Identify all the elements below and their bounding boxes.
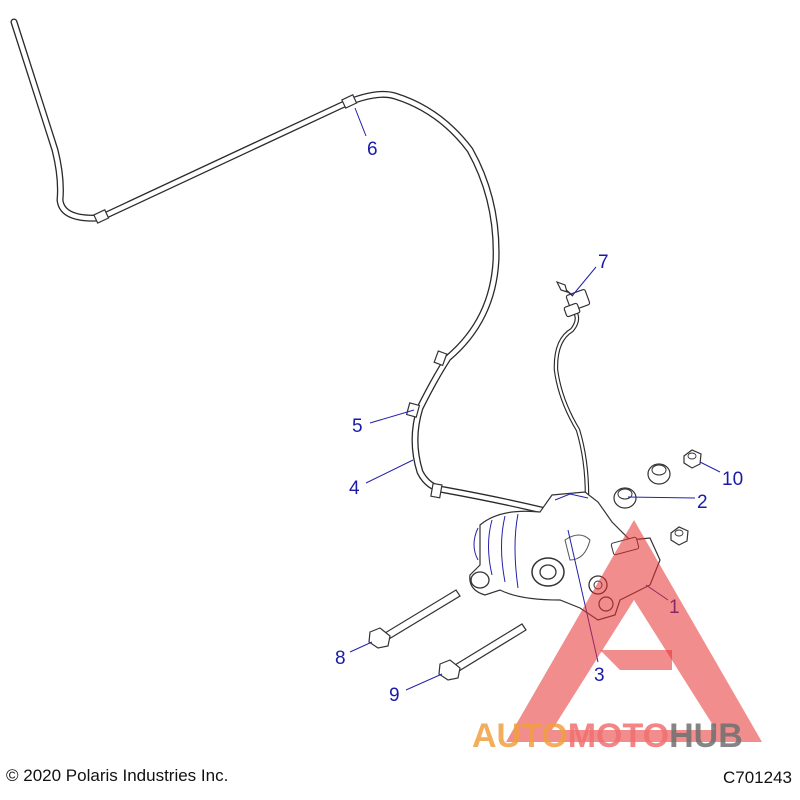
drawing-number: C701243 [722,768,792,787]
callout-3: 3 [594,665,605,686]
watermark-hub: HUB [669,717,743,755]
bushing-2b [647,463,671,485]
nut-10 [683,449,702,469]
front-gearcase [469,491,661,621]
bolt-8 [368,589,461,649]
hose-clip-left [93,209,110,224]
vent-hose [10,18,576,532]
sensor-harness [553,289,591,523]
nut-10b [670,526,689,546]
bolt-9 [438,623,527,681]
copyright-text: © 2020 Polaris Industries Inc. [6,766,229,785]
callout-2: 2 [697,492,708,513]
callout-8: 8 [335,648,346,669]
hose-clip-middle [433,350,448,367]
bushing-2 [613,487,637,509]
push-pin-7 [555,280,574,297]
watermark-text: AUTOMOTOHUB [472,717,743,756]
hose-clip-lower [430,482,443,499]
callout-5: 5 [352,416,363,437]
leader-lines [349,107,721,691]
callout-9: 9 [389,685,400,706]
callout-7: 7 [598,252,609,273]
hose-clip-top [341,94,358,109]
callout-4: 4 [349,478,360,499]
callout-10: 10 [722,469,743,490]
watermark-moto: MOTO [567,717,670,755]
callout-1: 1 [669,597,680,618]
callout-6: 6 [367,139,378,160]
watermark-auto: AUTO [472,717,568,755]
